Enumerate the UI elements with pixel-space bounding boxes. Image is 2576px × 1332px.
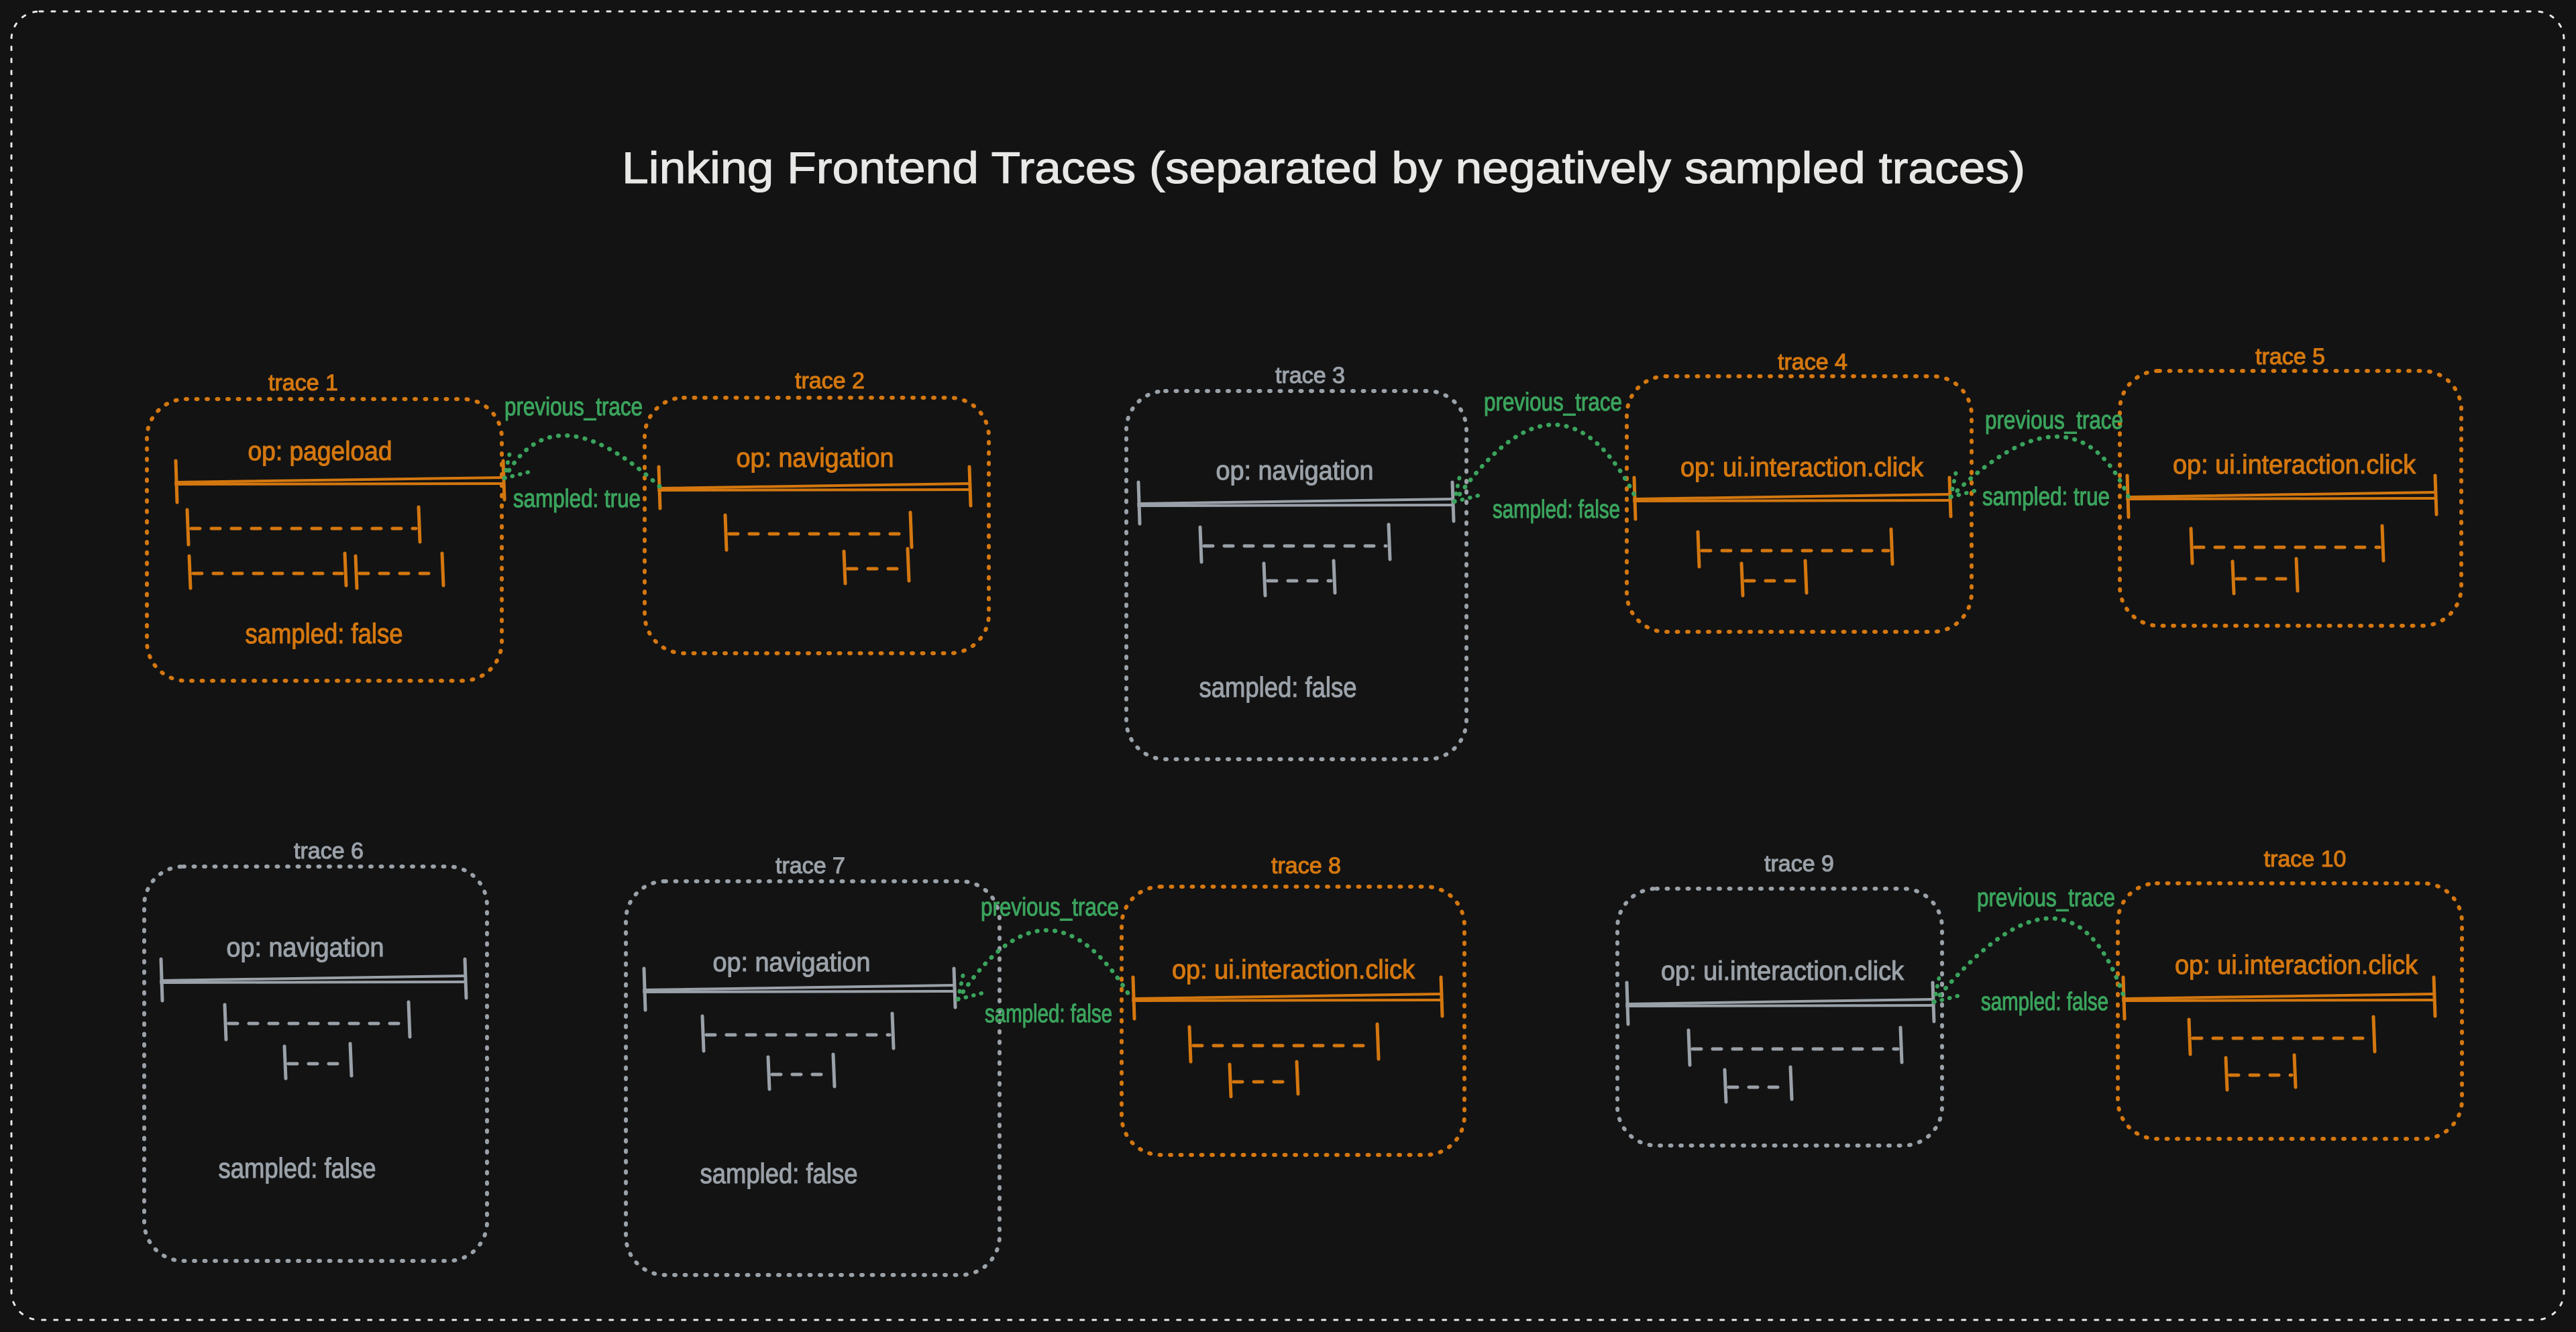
svg-text:op: ui.interaction.click: op: ui.interaction.click: [2175, 950, 2418, 980]
svg-text:trace 7: trace 7: [775, 853, 845, 879]
svg-text:op: navigation: op: navigation: [1216, 456, 1374, 486]
svg-text:sampled: false: sampled: false: [219, 1152, 376, 1184]
svg-text:trace 1: trace 1: [268, 370, 338, 396]
svg-text:sampled: true: sampled: true: [1982, 483, 2110, 511]
svg-text:previous_trace: previous_trace: [981, 893, 1119, 922]
svg-text:sampled: false: sampled: false: [1493, 496, 1620, 524]
svg-text:op: pageload: op: pageload: [248, 437, 392, 466]
svg-text:sampled: false: sampled: false: [985, 1000, 1112, 1028]
svg-text:trace 2: trace 2: [795, 368, 865, 394]
svg-text:previous_trace: previous_trace: [504, 393, 643, 421]
svg-text:previous_trace: previous_trace: [1484, 388, 1622, 417]
svg-text:op: ui.interaction.click: op: ui.interaction.click: [1172, 955, 1415, 985]
svg-text:sampled: false: sampled: false: [246, 618, 403, 649]
svg-text:sampled: false: sampled: false: [1981, 988, 2108, 1016]
svg-text:trace 3: trace 3: [1275, 363, 1345, 388]
svg-text:op: navigation: op: navigation: [737, 443, 894, 473]
svg-text:trace 6: trace 6: [294, 838, 364, 864]
svg-text:Linking Frontend Traces (separ: Linking Frontend Traces (separated by ne…: [622, 143, 2025, 192]
svg-text:trace 10: trace 10: [2264, 846, 2347, 872]
svg-text:op: ui.interaction.click: op: ui.interaction.click: [2173, 450, 2416, 480]
svg-text:sampled: false: sampled: false: [700, 1158, 858, 1189]
svg-text:trace 4: trace 4: [1778, 349, 1847, 375]
svg-text:trace 9: trace 9: [1764, 851, 1834, 877]
svg-text:op: navigation: op: navigation: [227, 933, 384, 962]
svg-text:trace 8: trace 8: [1271, 853, 1341, 879]
svg-text:op: ui.interaction.click: op: ui.interaction.click: [1661, 956, 1904, 986]
svg-text:sampled: false: sampled: false: [1199, 671, 1357, 703]
svg-text:op: ui.interaction.click: op: ui.interaction.click: [1680, 453, 1924, 482]
svg-text:previous_trace: previous_trace: [1985, 406, 2123, 435]
svg-text:op: navigation: op: navigation: [713, 948, 871, 977]
svg-text:sampled: true: sampled: true: [513, 485, 641, 513]
svg-text:trace 5: trace 5: [2255, 344, 2325, 370]
svg-text:previous_trace: previous_trace: [1977, 884, 2115, 912]
